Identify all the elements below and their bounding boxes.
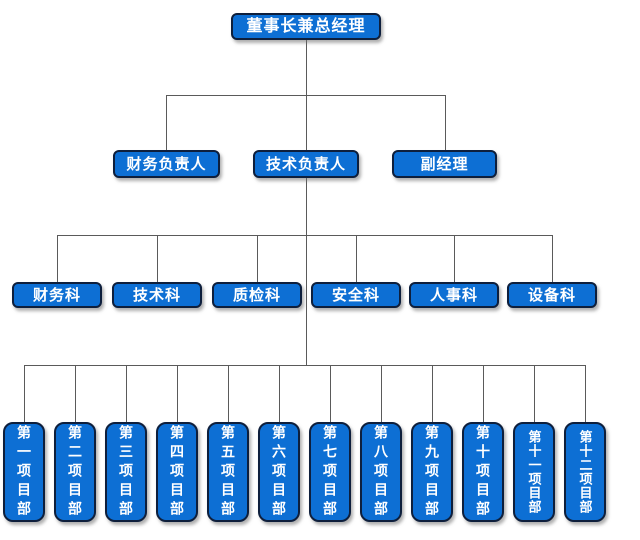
org-node-project-dept-12: 第十二项目部 — [564, 422, 606, 522]
connector-line — [306, 178, 307, 366]
connector-line — [585, 365, 586, 422]
org-node-project-dept-2: 第二项目部 — [54, 422, 96, 522]
connector-line — [157, 235, 158, 282]
org-node-hr-section: 人事科 — [409, 282, 499, 308]
connector-line — [381, 365, 382, 422]
org-node-project-dept-5: 第五项目部 — [207, 422, 249, 522]
connector-line — [279, 365, 280, 422]
org-node-project-dept-7: 第七项目部 — [309, 422, 351, 522]
org-node-project-dept-4: 第四项目部 — [156, 422, 198, 522]
connector-line — [57, 235, 553, 236]
org-node-deputy-manager: 副经理 — [392, 150, 497, 178]
connector-line — [177, 365, 178, 422]
org-node-project-dept-11: 第十一项目部 — [513, 422, 555, 522]
connector-line — [166, 95, 167, 150]
org-node-project-dept-1: 第一项目部 — [3, 422, 45, 522]
connector-line — [126, 365, 127, 422]
connector-line — [228, 365, 229, 422]
org-node-project-dept-6: 第六项目部 — [258, 422, 300, 522]
connector-line — [483, 365, 484, 422]
org-node-safety-section: 安全科 — [311, 282, 401, 308]
connector-line — [445, 95, 446, 150]
org-node-finance-lead: 财务负责人 — [113, 150, 220, 178]
connector-line — [432, 365, 433, 422]
org-node-equipment-section: 设备科 — [507, 282, 597, 308]
connector-line — [24, 365, 25, 422]
connector-line — [166, 95, 446, 96]
org-node-finance-section: 财务科 — [12, 282, 102, 308]
connector-line — [330, 365, 331, 422]
connector-line — [356, 235, 357, 282]
org-node-chairman-general-manager: 董事长兼总经理 — [231, 13, 381, 40]
connector-line — [454, 235, 455, 282]
org-node-project-dept-3: 第三项目部 — [105, 422, 147, 522]
connector-line — [257, 235, 258, 282]
org-node-quality-section: 质检科 — [212, 282, 302, 308]
org-node-project-dept-9: 第九项目部 — [411, 422, 453, 522]
connector-line — [24, 365, 586, 366]
connector-line — [75, 365, 76, 422]
org-node-tech-section: 技术科 — [112, 282, 202, 308]
org-node-tech-lead: 技术负责人 — [253, 150, 359, 178]
org-node-project-dept-8: 第八项目部 — [360, 422, 402, 522]
connector-line — [57, 235, 58, 282]
connector-line — [552, 235, 553, 282]
org-node-project-dept-10: 第十项目部 — [462, 422, 504, 522]
connector-line — [534, 365, 535, 422]
